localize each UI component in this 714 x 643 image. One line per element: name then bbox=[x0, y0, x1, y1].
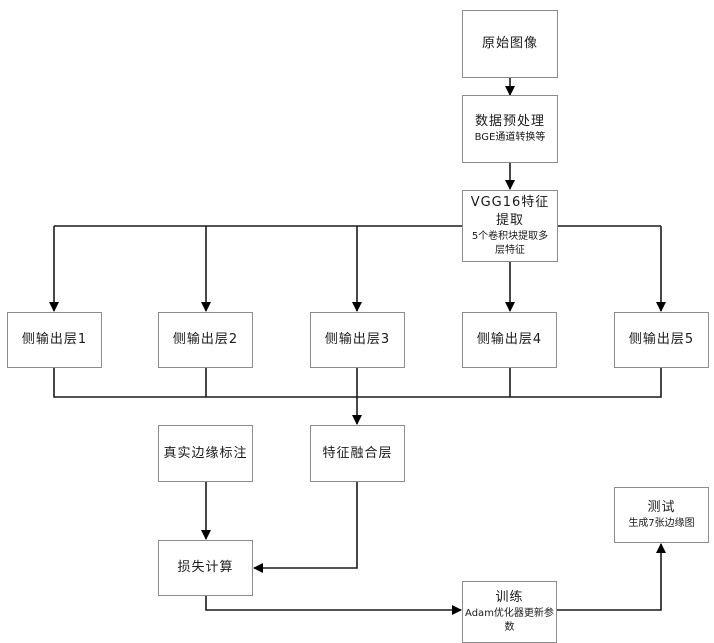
node-title: 真实边缘标注 bbox=[163, 445, 248, 461]
node-ground-truth: 真实边缘标注 bbox=[158, 425, 253, 482]
node-title: 特征融合层 bbox=[322, 445, 393, 461]
node-test: 测试 生成7张边缘图 bbox=[614, 487, 709, 543]
node-side-output-1: 侧输出层1 bbox=[7, 312, 102, 368]
edge-train-to-test bbox=[556, 543, 666, 611]
node-title: 原始图像 bbox=[481, 36, 538, 51]
node-title: 测试 bbox=[647, 500, 676, 515]
node-subtitle: BGE通道转换等 bbox=[474, 132, 546, 143]
node-loss: 损失计算 bbox=[158, 540, 253, 596]
node-subtitle: 生成7张边缘图 bbox=[628, 518, 695, 529]
node-raw-image: 原始图像 bbox=[462, 10, 558, 78]
node-vgg16: VGG16特征提取 5个卷积块提取多层特征 bbox=[462, 190, 558, 262]
edge-fusion-to-loss bbox=[253, 482, 358, 573]
node-title: 侧输出层1 bbox=[21, 332, 88, 347]
node-title: VGG16特征提取 bbox=[470, 195, 550, 228]
node-side-output-4: 侧输出层4 bbox=[462, 312, 557, 368]
node-fusion: 特征融合层 bbox=[310, 425, 405, 482]
edge-loss-to-train bbox=[205, 596, 462, 615]
node-train: 训练 Adam优化器更新参数 bbox=[462, 581, 557, 643]
node-title: 侧输出层2 bbox=[172, 332, 239, 347]
node-title: 训练 bbox=[495, 590, 524, 605]
node-subtitle: 5个卷积块提取多层特征 bbox=[471, 231, 549, 256]
node-title: 侧输出层3 bbox=[324, 332, 391, 347]
node-title: 数据预处理 bbox=[474, 114, 545, 129]
node-title: 损失计算 bbox=[177, 560, 234, 575]
node-preprocess: 数据预处理 BGE通道转换等 bbox=[462, 95, 558, 163]
node-title: 侧输出层5 bbox=[628, 332, 695, 347]
node-side-output-2: 侧输出层2 bbox=[158, 312, 253, 368]
node-subtitle: Adam优化器更新参数 bbox=[465, 608, 554, 633]
node-side-output-5: 侧输出层5 bbox=[614, 312, 709, 368]
node-side-output-3: 侧输出层3 bbox=[310, 312, 405, 368]
node-title: 侧输出层4 bbox=[476, 332, 543, 347]
